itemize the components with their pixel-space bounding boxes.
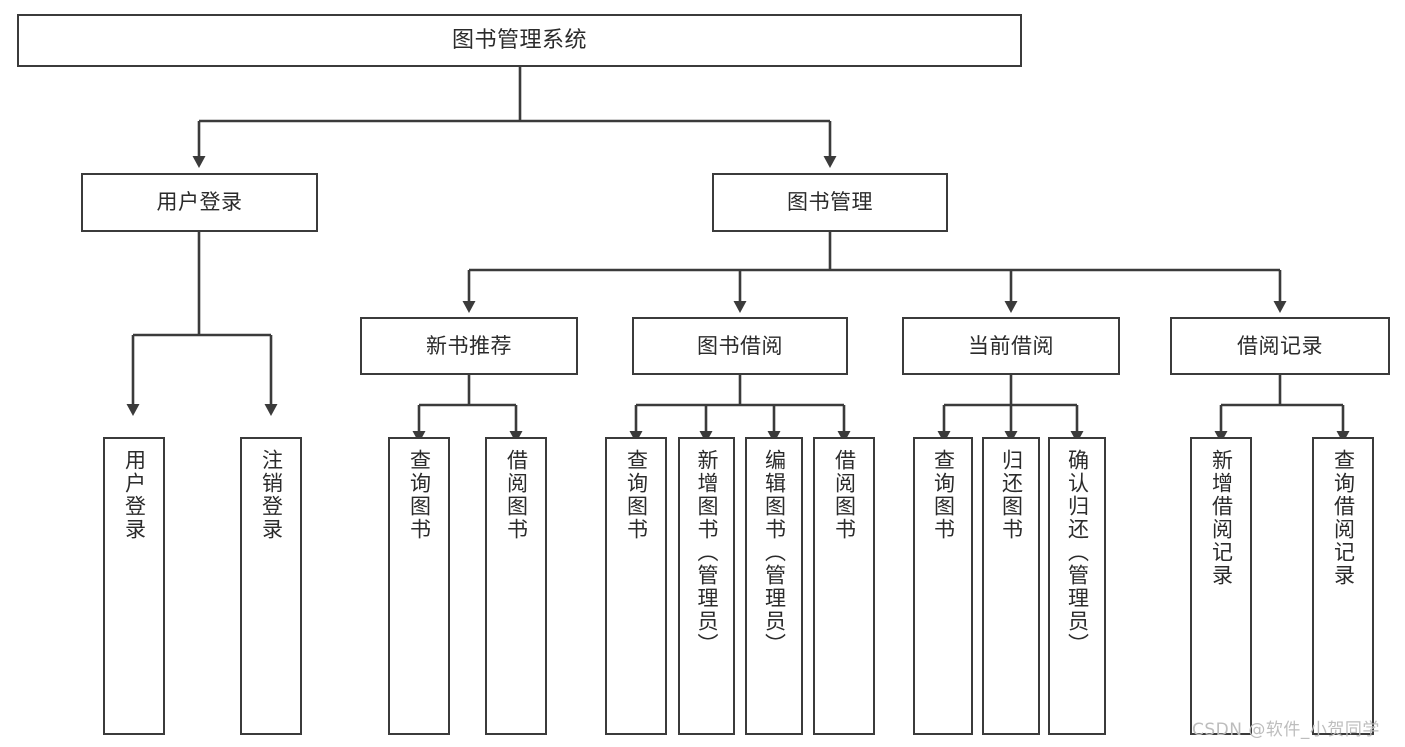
node-label: 查询图书 bbox=[931, 449, 956, 541]
node-label: 归还图书 bbox=[999, 449, 1024, 541]
node-label: 查询借阅记录 bbox=[1331, 449, 1356, 587]
csdn-watermark: CSDN @软件_小贺同学 bbox=[1192, 720, 1380, 740]
node-book-borrow[interactable]: 图书借阅 bbox=[632, 317, 848, 375]
leaf-borrow-book-new[interactable]: 借阅图书 bbox=[485, 437, 547, 735]
node-label: 确认归还（管理员） bbox=[1065, 449, 1090, 656]
leaf-user-login[interactable]: 用户登录 bbox=[103, 437, 165, 735]
node-label: 新增借阅记录 bbox=[1209, 449, 1234, 587]
leaf-query-book-borrow[interactable]: 查询图书 bbox=[605, 437, 667, 735]
leaf-add-book-admin[interactable]: 新增图书（管理员） bbox=[678, 437, 735, 735]
node-current-borrow[interactable]: 当前借阅 bbox=[902, 317, 1120, 375]
node-label: 查询图书 bbox=[407, 449, 432, 541]
leaf-query-borrow-record[interactable]: 查询借阅记录 bbox=[1312, 437, 1374, 735]
node-user-login[interactable]: 用户登录 bbox=[81, 173, 318, 232]
node-label: 图书管理系统 bbox=[451, 27, 587, 53]
leaf-borrow-book[interactable]: 借阅图书 bbox=[813, 437, 875, 735]
node-label: 编辑图书（管理员） bbox=[762, 449, 787, 656]
leaf-confirm-return-admin[interactable]: 确认归还（管理员） bbox=[1048, 437, 1106, 735]
node-label: 新增图书（管理员） bbox=[695, 449, 719, 656]
leaf-query-book-current[interactable]: 查询图书 bbox=[913, 437, 973, 735]
node-new-book-recommendation[interactable]: 新书推荐 bbox=[360, 317, 578, 375]
node-label: 图书借阅 bbox=[697, 333, 783, 358]
leaf-return-book[interactable]: 归还图书 bbox=[982, 437, 1040, 735]
leaf-edit-book-admin[interactable]: 编辑图书（管理员） bbox=[745, 437, 803, 735]
node-label: 借阅图书 bbox=[832, 449, 857, 541]
leaf-query-book-new[interactable]: 查询图书 bbox=[388, 437, 450, 735]
node-label: 当前借阅 bbox=[968, 333, 1054, 358]
node-label: 用户登录 bbox=[156, 190, 243, 215]
node-label: 注销登录 bbox=[259, 449, 284, 541]
node-book-management[interactable]: 图书管理 bbox=[712, 173, 948, 232]
node-label: 查询图书 bbox=[624, 449, 649, 541]
node-label: 图书管理 bbox=[787, 190, 873, 215]
node-root-system[interactable]: 图书管理系统 bbox=[17, 14, 1022, 67]
node-label: 借阅图书 bbox=[504, 449, 529, 541]
node-label: 用户登录 bbox=[122, 449, 147, 541]
node-label: 新书推荐 bbox=[426, 333, 512, 358]
node-borrow-record[interactable]: 借阅记录 bbox=[1170, 317, 1390, 375]
leaf-user-logout[interactable]: 注销登录 bbox=[240, 437, 302, 735]
node-label: 借阅记录 bbox=[1237, 333, 1323, 358]
leaf-add-borrow-record[interactable]: 新增借阅记录 bbox=[1190, 437, 1252, 735]
